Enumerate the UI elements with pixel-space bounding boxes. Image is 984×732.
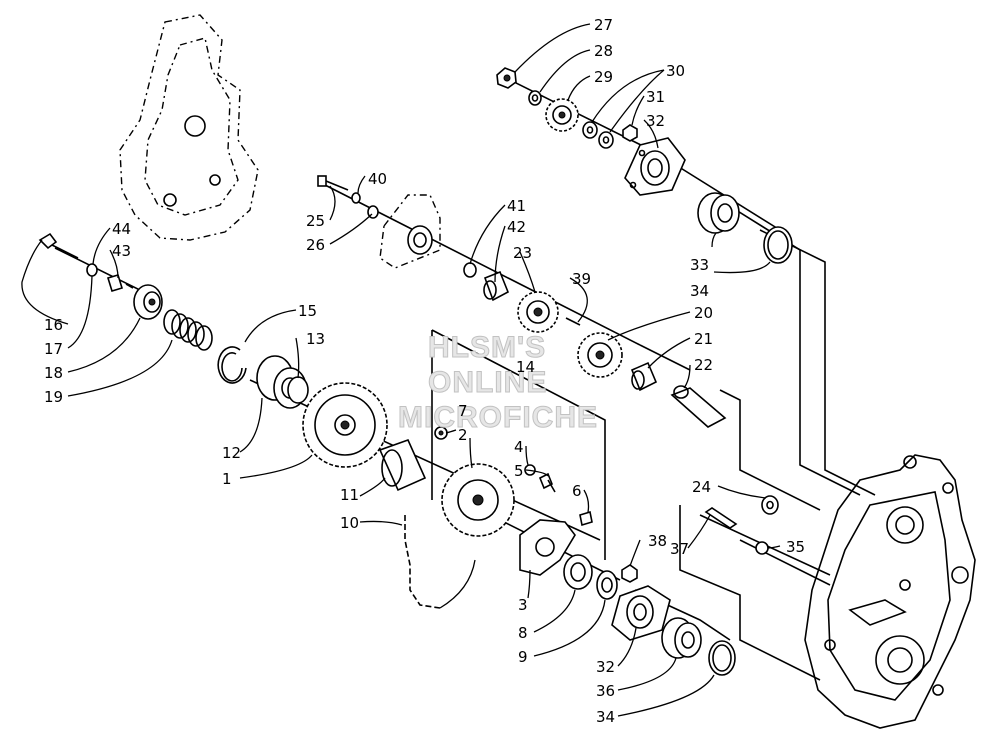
callout-12: 1	[222, 470, 232, 488]
callout-numbers: 27 28 29 30 31 32 40 25 26 41 42 23 39 3…	[44, 16, 805, 726]
callout-35: 35	[786, 538, 805, 556]
callout-24: 24	[692, 478, 711, 496]
callout-32-top: 32	[646, 112, 665, 130]
part-34-ring-top	[763, 226, 793, 264]
part-24-washer	[761, 495, 779, 515]
callout-38: 38	[648, 532, 667, 550]
callout-8: 8	[518, 624, 528, 642]
part-22-shaft	[670, 385, 727, 428]
callout-29: 29	[594, 68, 613, 86]
part-27-nut	[496, 67, 517, 89]
part-32-flange-bottom	[611, 585, 671, 641]
callout-26: 26	[306, 236, 325, 254]
part-20-sprocket	[577, 332, 623, 378]
part-34-ring-bottom	[708, 640, 736, 676]
callout-37: 37	[670, 540, 689, 558]
callout-30: 30	[666, 62, 685, 80]
part-28-washer	[528, 90, 542, 106]
callout-25: 25	[306, 212, 325, 230]
outer-cover	[119, 14, 259, 241]
part-12-large-gear	[302, 382, 388, 468]
part-8-bearing	[563, 554, 593, 590]
callout-1: 14	[516, 358, 535, 376]
watermark-line-3: MICROFICHE	[398, 401, 598, 434]
part-32-flange-top	[624, 137, 686, 196]
callout-44: 44	[112, 220, 131, 238]
part-23-sprocket	[517, 291, 559, 333]
callout-34-bottom: 34	[596, 708, 615, 726]
callout-39: 39	[572, 270, 591, 288]
callout-3: 3	[518, 596, 528, 614]
callout-11: 11	[340, 486, 359, 504]
part-30-washers	[582, 121, 614, 149]
bearing-bracket	[379, 194, 441, 269]
part-3-selector	[519, 519, 576, 576]
part-21-needle-bearing	[630, 361, 658, 392]
part-16-bolt	[38, 232, 79, 259]
callout-9: 9	[518, 648, 528, 666]
part-43-lockwasher	[106, 274, 134, 292]
callout-5: 5	[514, 462, 524, 480]
callout-33: 33	[690, 256, 709, 274]
part-6-screw	[579, 510, 593, 527]
callout-40: 40	[368, 170, 387, 188]
part-33-bearing	[697, 192, 740, 234]
callout-15: 15	[298, 302, 317, 320]
part-18-cap	[133, 284, 163, 320]
part-29-sprocket	[545, 98, 579, 132]
callout-10: 10	[340, 514, 359, 532]
gearbox-housing	[804, 454, 976, 729]
part-35-washer	[755, 541, 769, 555]
part-5-spring	[538, 472, 556, 493]
callout-22: 22	[694, 356, 713, 374]
part-14-tensioner	[256, 355, 309, 409]
callout-20: 20	[694, 304, 713, 322]
callout-41: 41	[507, 197, 526, 215]
callout-43: 43	[112, 242, 131, 260]
part-11-pinion	[378, 438, 427, 492]
callout-21: 21	[694, 330, 713, 348]
callout-18: 18	[44, 364, 63, 382]
part-25-bolt	[317, 175, 349, 191]
part-31-nut	[622, 124, 638, 142]
callout-2: 2	[458, 426, 468, 444]
watermark: HLSM'S ONLINE MICROFICHE	[398, 331, 598, 435]
part-41-washer	[463, 262, 477, 278]
callout-19: 19	[44, 388, 63, 406]
part-37-stud	[704, 507, 738, 529]
callout-28: 28	[594, 42, 613, 60]
leader-lines	[21, 23, 781, 717]
callout-32-bottom: 32	[596, 658, 615, 676]
callout-4: 4	[514, 438, 524, 456]
part-15-snap-ring	[217, 346, 247, 384]
callout-17: 17	[44, 340, 63, 358]
callout-23: 23	[513, 244, 532, 262]
part-39-pin	[565, 317, 581, 326]
part-36-bearing	[661, 617, 702, 659]
callout-34-top: 34	[690, 282, 709, 300]
callout-36: 36	[596, 682, 615, 700]
part-19-spring	[163, 309, 213, 351]
part-2-driven-gear	[441, 463, 515, 537]
watermark-line-1: HLSM'S	[428, 331, 546, 364]
callout-31: 31	[646, 88, 665, 106]
callout-27: 27	[594, 16, 613, 34]
part-38-nut	[621, 564, 638, 583]
watermark-line-2: ONLINE	[428, 366, 547, 399]
part-17-washer	[86, 263, 98, 277]
callout-6: 6	[572, 482, 582, 500]
callout-7: 7	[458, 402, 468, 420]
callout-16: 16	[44, 316, 63, 334]
callout-42: 42	[507, 218, 526, 236]
part-9-washer	[596, 570, 618, 600]
callout-14: 12	[222, 444, 241, 462]
callout-13: 13	[306, 330, 325, 348]
part-10-chain	[404, 515, 476, 609]
